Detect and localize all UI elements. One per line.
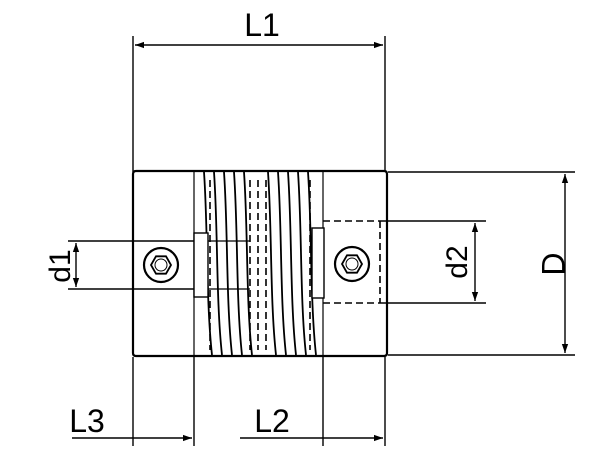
right-bore-hidden xyxy=(323,220,381,304)
label-L1: L1 xyxy=(244,7,280,43)
helical-coils xyxy=(203,171,317,356)
dimension-d1: d1 xyxy=(44,240,205,290)
dimension-L1: L1 xyxy=(132,7,386,172)
left-screw-icon xyxy=(142,246,180,284)
label-d1: d1 xyxy=(44,249,77,282)
clamp-slit-left xyxy=(193,232,209,298)
dimension-L2: L2 xyxy=(240,357,386,446)
dimension-d2: d2 xyxy=(380,220,486,304)
coupling-outline xyxy=(131,169,389,358)
label-L3: L3 xyxy=(69,403,105,439)
clamp-slit-right xyxy=(311,227,325,299)
coupling-body xyxy=(131,169,389,358)
label-L2: L2 xyxy=(254,403,290,439)
dimension-D: D xyxy=(388,171,575,356)
dimension-L3: L3 xyxy=(69,357,195,446)
label-D: D xyxy=(535,252,571,275)
right-screw-icon xyxy=(333,245,371,283)
label-d2: d2 xyxy=(441,245,474,278)
